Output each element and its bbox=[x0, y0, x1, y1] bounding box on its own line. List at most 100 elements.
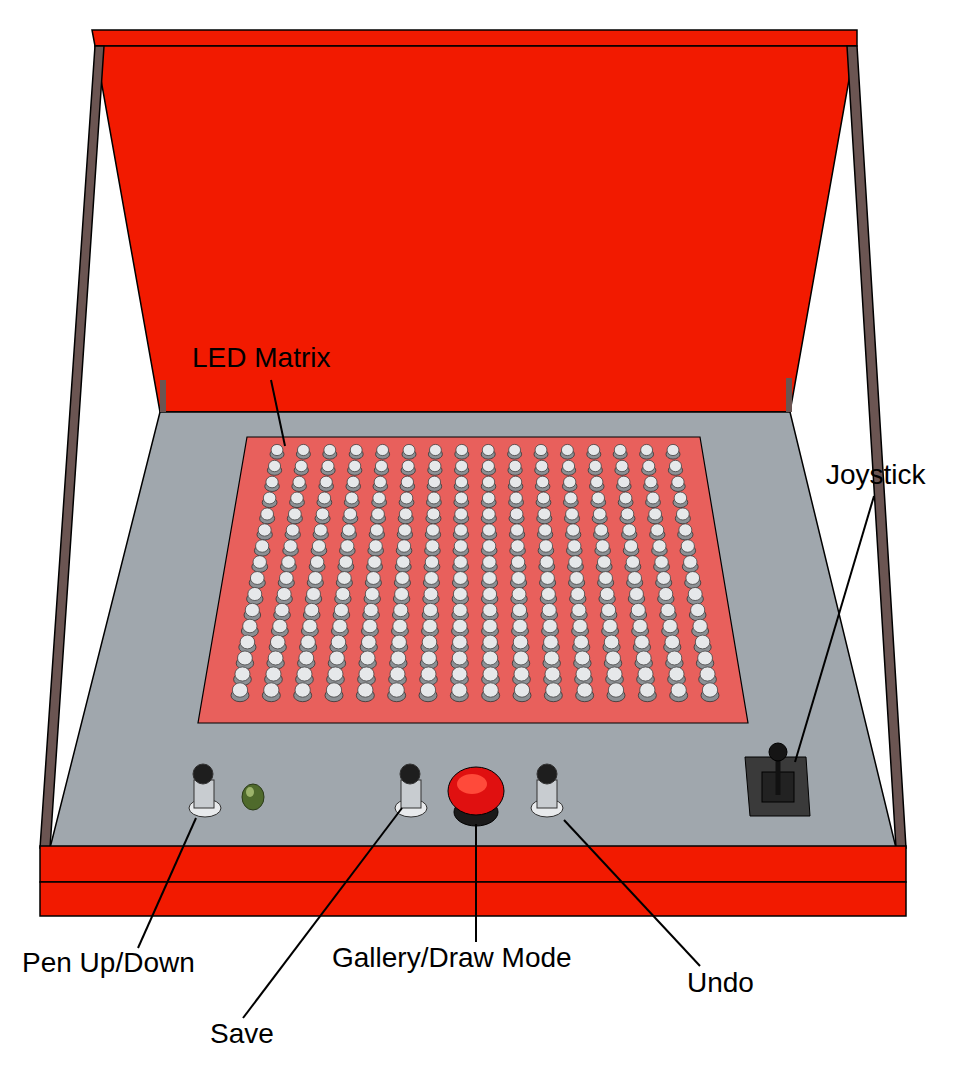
led-dome bbox=[546, 683, 561, 697]
led-dome bbox=[544, 635, 559, 649]
switch-lever bbox=[400, 764, 420, 784]
led-dome bbox=[375, 460, 387, 471]
led-bulb bbox=[453, 540, 469, 556]
led-dome bbox=[545, 667, 560, 681]
led-dome bbox=[618, 476, 630, 488]
led-dome bbox=[454, 540, 467, 552]
led-bulb bbox=[315, 508, 330, 524]
led-dome bbox=[299, 651, 314, 665]
led-dome bbox=[659, 587, 673, 600]
led-dome bbox=[512, 572, 526, 585]
led-dome bbox=[616, 460, 628, 471]
led-dome bbox=[428, 476, 440, 488]
led-bulb bbox=[453, 524, 468, 540]
led-bulb bbox=[594, 524, 609, 540]
led-bulb bbox=[283, 540, 299, 556]
led-dome bbox=[674, 492, 687, 504]
led-dome bbox=[333, 619, 347, 633]
led-bulb bbox=[538, 540, 554, 556]
led-bulb bbox=[563, 492, 578, 508]
led-bulb bbox=[397, 524, 412, 540]
led-dome bbox=[513, 619, 527, 633]
led-bulb bbox=[673, 492, 688, 508]
led-dome bbox=[655, 556, 668, 569]
led-bulb bbox=[421, 635, 438, 653]
led-dome bbox=[684, 556, 697, 569]
led-dome bbox=[483, 587, 497, 600]
led-bulb bbox=[482, 683, 500, 702]
led-dome bbox=[291, 492, 304, 504]
leader-line bbox=[795, 496, 874, 762]
led-dome bbox=[562, 460, 574, 471]
led-dome bbox=[686, 572, 700, 585]
led-dome bbox=[538, 508, 551, 520]
led-dome bbox=[423, 603, 437, 616]
led-dome bbox=[561, 444, 573, 455]
led-dome bbox=[240, 635, 255, 649]
leader-line bbox=[271, 380, 285, 446]
led-dome bbox=[514, 667, 529, 681]
led-dome bbox=[483, 683, 498, 697]
led-dome bbox=[426, 524, 439, 536]
led-bulb bbox=[419, 683, 437, 702]
led-bulb bbox=[633, 635, 650, 653]
led-dome bbox=[569, 556, 582, 569]
led-dome bbox=[573, 619, 587, 633]
led-dome bbox=[452, 683, 467, 697]
led-dome bbox=[334, 603, 348, 616]
led-dome bbox=[399, 508, 412, 520]
led-bulb bbox=[678, 524, 693, 540]
led-board bbox=[198, 437, 748, 723]
led-bulb bbox=[392, 603, 409, 621]
led-dome bbox=[328, 667, 343, 681]
led-bulb bbox=[508, 476, 523, 491]
led-dome bbox=[423, 619, 437, 633]
control-label: Pen Up/Down bbox=[22, 948, 195, 979]
led-bulb bbox=[511, 603, 528, 621]
led-dome bbox=[571, 587, 585, 600]
led-bulb bbox=[299, 635, 316, 653]
led-bulb bbox=[512, 619, 529, 637]
led-dome bbox=[608, 683, 623, 697]
led-dome bbox=[567, 524, 580, 536]
led-dome bbox=[483, 540, 496, 552]
led-bulb bbox=[565, 524, 580, 540]
led-dome bbox=[425, 572, 439, 585]
led-dome bbox=[422, 635, 437, 649]
switch-lever bbox=[537, 764, 557, 784]
led-bulb bbox=[508, 444, 522, 459]
led-dome bbox=[455, 508, 468, 520]
led-dome bbox=[602, 603, 616, 616]
led-dome bbox=[397, 556, 410, 569]
led-dome bbox=[649, 508, 662, 520]
led-bulb bbox=[340, 540, 356, 556]
led-dome bbox=[324, 444, 336, 455]
led-bulb bbox=[365, 572, 381, 589]
switch-lever bbox=[193, 764, 213, 784]
led-bulb bbox=[696, 651, 713, 669]
led-dome bbox=[293, 476, 305, 488]
button-highlight bbox=[457, 774, 487, 794]
led-bulb bbox=[454, 508, 469, 524]
led-bulb bbox=[660, 603, 677, 621]
led-dome bbox=[263, 492, 276, 504]
led-dome bbox=[482, 508, 495, 520]
led-dome bbox=[402, 460, 414, 471]
led-dome bbox=[568, 540, 581, 552]
led-dome bbox=[370, 524, 383, 536]
led-dome bbox=[326, 683, 341, 697]
led-dome bbox=[576, 667, 591, 681]
led-bulb bbox=[604, 651, 621, 669]
led-bulb bbox=[257, 524, 272, 540]
joystick-stick bbox=[776, 760, 781, 795]
led-bulb bbox=[537, 524, 552, 540]
led-dome bbox=[248, 587, 262, 600]
led-bulb bbox=[391, 619, 408, 637]
led-bulb bbox=[481, 524, 496, 540]
led-dome bbox=[570, 572, 584, 585]
led-dome bbox=[345, 492, 358, 504]
led-bulb bbox=[644, 476, 659, 491]
led-dome bbox=[482, 476, 494, 488]
